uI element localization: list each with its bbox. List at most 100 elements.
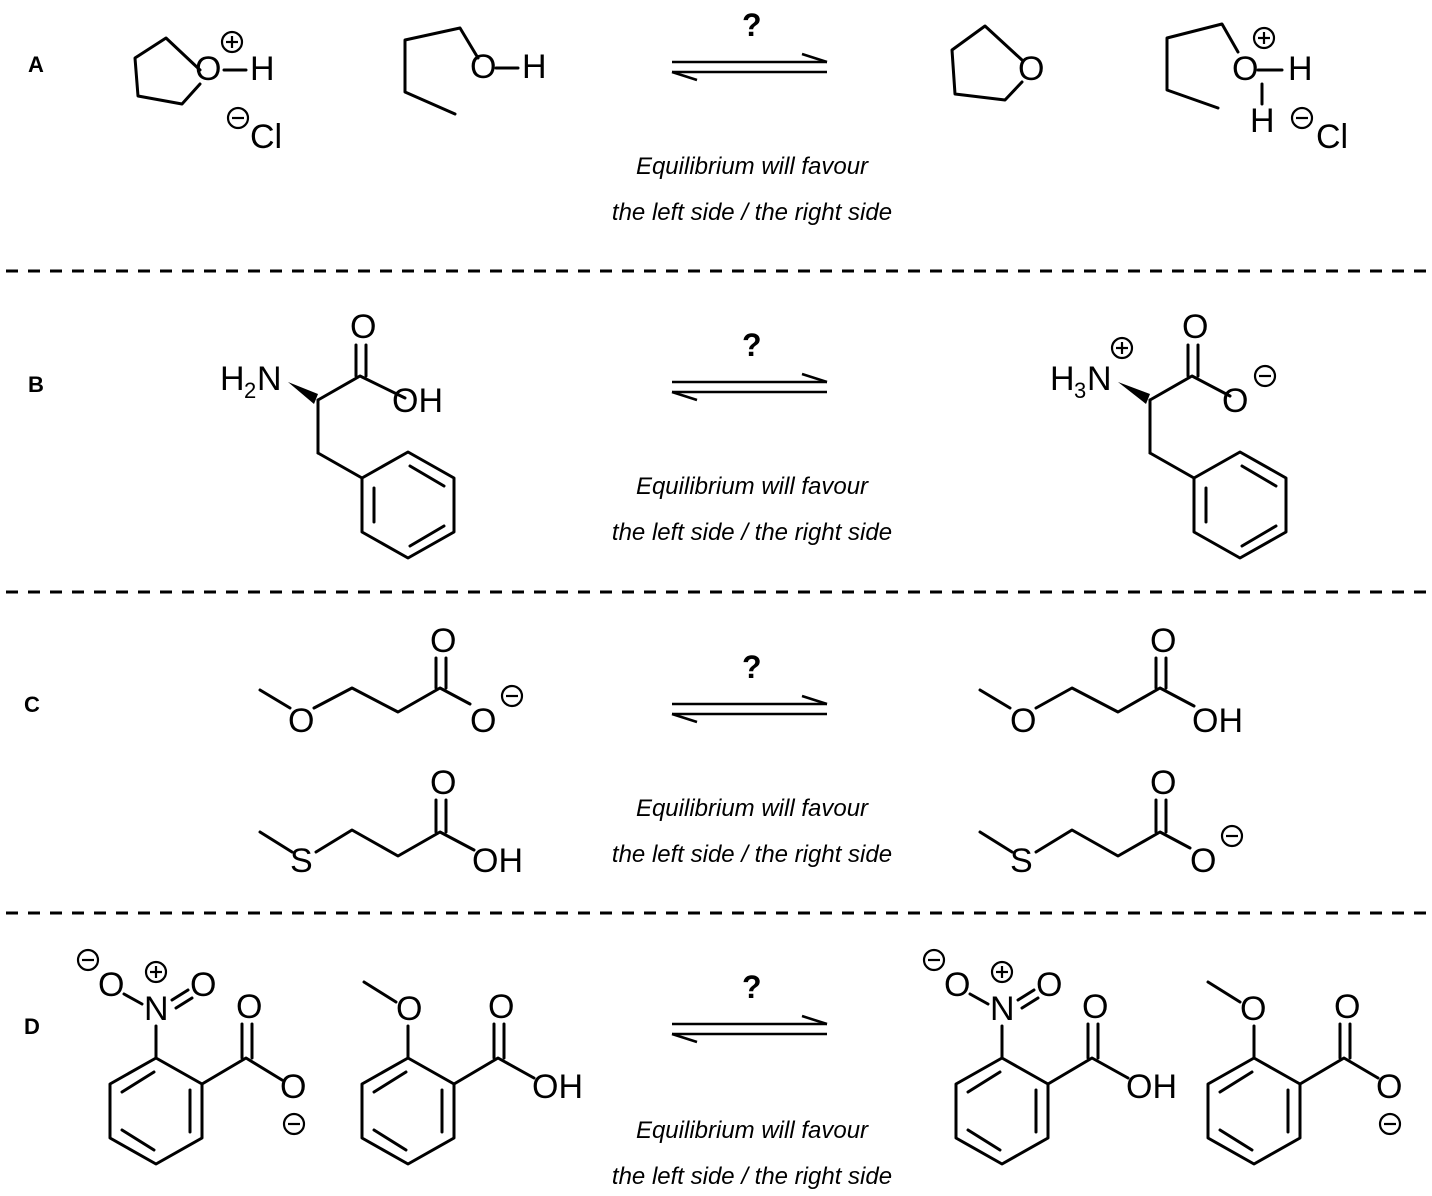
section-b: B H 2 N O OH ? H 3 N	[28, 308, 1288, 560]
atom-o: O	[944, 966, 970, 1004]
atom-n: N	[1087, 360, 1112, 398]
molecule-2-methoxybenzoic-acid: O O OH	[360, 980, 583, 1166]
atom-o: O	[98, 966, 124, 1004]
atom-oh: OH	[1126, 1068, 1177, 1106]
molecule-methoxypropanoate: O O O	[258, 622, 524, 740]
negative-charge-icon	[76, 948, 100, 972]
negative-charge-icon	[226, 106, 250, 130]
atom-o: O	[396, 990, 422, 1028]
equilibrium-arrow-icon	[670, 1014, 829, 1044]
atom-o: O	[1010, 702, 1036, 740]
atom-o: O	[236, 988, 262, 1026]
negative-charge-icon	[500, 684, 524, 708]
molecule-propanol: O H	[403, 26, 547, 116]
note-line-2: the left side / the right side	[612, 519, 892, 546]
section-c: C O O O S O OH ? O	[24, 622, 1244, 880]
atom-o: O	[1150, 764, 1176, 802]
positive-charge-icon	[990, 960, 1014, 984]
note-line-1: Equilibrium will favour	[636, 473, 869, 500]
atom-o: O	[350, 308, 376, 346]
molecule-phenylalanine: H 2 N O OH	[220, 308, 456, 560]
atom-o: O	[280, 1068, 306, 1106]
subscript-3: 3	[1074, 378, 1086, 403]
atom-cl: Cl	[1316, 118, 1348, 156]
atom-h: H	[1050, 360, 1075, 398]
note-line-1: Equilibrium will favour	[636, 795, 869, 822]
atom-o: O	[488, 988, 514, 1026]
section-label-a: A	[28, 52, 44, 77]
molecule-2-methoxybenzoate: O O O	[1206, 980, 1402, 1166]
atom-h: H	[220, 360, 245, 398]
molecule-2-nitrobenzoic-acid: O N O O OH	[922, 948, 1177, 1166]
molecule-protonated-propanol: O H H Cl	[1165, 22, 1348, 156]
atom-o: O	[1190, 842, 1216, 880]
molecule-thf: O	[950, 24, 1044, 102]
atom-n: N	[144, 990, 169, 1028]
atom-o: O	[1222, 382, 1248, 420]
section-d: D O N O O O O	[24, 948, 1402, 1190]
atom-h: H	[1288, 50, 1313, 88]
atom-o: O	[1018, 50, 1044, 88]
atom-o: O	[1150, 622, 1176, 660]
equilibrium-arrow-icon	[670, 694, 829, 724]
atom-s: S	[290, 842, 313, 880]
atom-h: H	[522, 48, 547, 86]
atom-o: O	[430, 764, 456, 802]
atom-cl: Cl	[250, 118, 282, 156]
negative-charge-icon	[1220, 824, 1244, 848]
atom-n: N	[990, 990, 1015, 1028]
molecule-methoxypropanoic-acid: O O OH	[978, 622, 1243, 740]
molecule-methylthiopropanoate: S O O	[978, 764, 1244, 880]
atom-o: O	[195, 50, 221, 88]
atom-o: O	[1232, 50, 1258, 88]
equilibrium-arrow-icon	[670, 52, 829, 82]
wedge-bond	[1118, 382, 1150, 404]
section-label-b: B	[28, 372, 44, 397]
positive-charge-icon	[220, 30, 244, 54]
section-a: A O H Cl O H ? O O H	[28, 7, 1348, 226]
note-line-1: Equilibrium will favour	[636, 1117, 869, 1144]
atom-o: O	[1036, 966, 1062, 1004]
question-mark-b: ?	[742, 327, 762, 363]
atom-oh: OH	[472, 842, 523, 880]
atom-oh: OH	[1192, 702, 1243, 740]
atom-s: S	[1010, 842, 1033, 880]
atom-o: O	[288, 702, 314, 740]
negative-charge-icon	[1290, 106, 1314, 130]
atom-o: O	[470, 702, 496, 740]
section-label-c: C	[24, 692, 40, 717]
atom-oh: OH	[532, 1068, 583, 1106]
negative-charge-icon	[1253, 364, 1277, 388]
atom-o: O	[430, 622, 456, 660]
atom-o: O	[190, 966, 216, 1004]
atom-h: H	[250, 50, 275, 88]
atom-n: N	[257, 360, 282, 398]
molecule-protonated-thf: O H Cl	[133, 30, 282, 156]
note-line-2: the left side / the right side	[612, 199, 892, 226]
question-mark-d: ?	[742, 969, 762, 1005]
subscript-2: 2	[244, 378, 256, 403]
negative-charge-icon	[922, 948, 946, 972]
positive-charge-icon	[144, 960, 168, 984]
atom-o: O	[1182, 308, 1208, 346]
atom-oh: OH	[392, 382, 443, 420]
positive-charge-icon	[1110, 336, 1134, 360]
wedge-bond	[288, 382, 318, 404]
question-mark-c: ?	[742, 649, 762, 685]
negative-charge-icon	[282, 1112, 306, 1136]
atom-o: O	[1082, 988, 1108, 1026]
molecule-methylthiopropanoic-acid: S O OH	[258, 764, 523, 880]
molecule-2-nitrobenzoate: O N O O O	[76, 948, 306, 1166]
equilibrium-arrow-icon	[670, 372, 829, 402]
note-line-2: the left side / the right side	[612, 1163, 892, 1190]
question-mark-a: ?	[742, 7, 762, 43]
atom-h: H	[1250, 102, 1275, 140]
atom-o: O	[1240, 990, 1266, 1028]
note-line-1: Equilibrium will favour	[636, 153, 869, 180]
note-line-2: the left side / the right side	[612, 841, 892, 868]
negative-charge-icon	[1378, 1112, 1402, 1136]
section-label-d: D	[24, 1014, 40, 1039]
atom-o: O	[1376, 1068, 1402, 1106]
molecule-phenylalanine-zwitterion: H 3 N O O	[1050, 308, 1288, 560]
